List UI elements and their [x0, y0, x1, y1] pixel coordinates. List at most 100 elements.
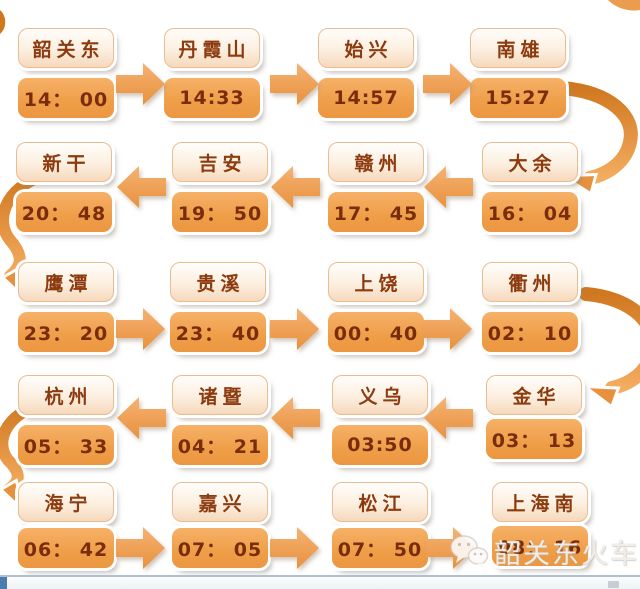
station-name: 义乌	[358, 385, 407, 408]
station-time-box: 06： 42	[18, 528, 114, 568]
station-stop: 新干 20： 48	[16, 142, 112, 234]
station-time-box: 03:50	[332, 425, 428, 465]
station-name: 松江	[358, 492, 407, 515]
station-name: 吉安	[198, 152, 247, 175]
window-resize-glyph-icon	[608, 581, 619, 588]
station-stop: 诸暨 04： 21	[172, 375, 268, 467]
station-time-box: 19： 50	[172, 192, 268, 232]
station-name: 鹰潭	[44, 272, 93, 295]
wechat-icon	[450, 535, 489, 569]
flow-arrow-right-icon	[270, 308, 319, 350]
station-name-box: 金华	[486, 375, 582, 415]
station-stop: 丹霞山 14:33	[164, 28, 260, 120]
station-name: 金华	[512, 385, 561, 408]
station-time: 08： 16	[497, 536, 583, 559]
watermark: 韶关东火车站	[448, 530, 640, 572]
station-time-box: 07： 50	[332, 528, 428, 568]
station-name: 诸暨	[198, 385, 247, 408]
station-name: 赣州	[354, 152, 403, 175]
station-time-box: 04： 21	[172, 425, 268, 465]
station-time: 14:33	[179, 87, 245, 109]
station-name-box: 诸暨	[172, 375, 268, 415]
station-time: 14： 00	[23, 88, 109, 111]
station-time-box: 23： 20	[18, 312, 114, 352]
station-stop: 金华 03： 13	[486, 375, 582, 467]
station-stop: 吉安 19： 50	[172, 142, 268, 234]
station-time: 15:27	[485, 87, 551, 109]
station-time-box: 20： 48	[16, 192, 112, 232]
station-name-box: 松江	[332, 482, 428, 522]
station-time: 20： 48	[21, 202, 107, 225]
flow-arrow-left-icon	[117, 166, 166, 208]
station-name: 贵溪	[196, 272, 245, 295]
station-time-box: 14:33	[164, 78, 260, 118]
station-name-box: 吉安	[172, 142, 268, 182]
station-name-box: 上饶	[328, 262, 424, 302]
station-stop: 杭州 05： 33	[18, 375, 114, 467]
watermark-text: 韶关东火车站	[494, 538, 640, 570]
station-name: 大余	[508, 152, 557, 175]
station-name: 上饶	[354, 272, 403, 295]
station-stop: 赣州 17： 45	[328, 142, 424, 234]
flow-arrow-left-icon	[117, 397, 166, 439]
station-time: 23： 20	[23, 322, 109, 345]
route-row-4: 杭州 05： 33 诸暨 04： 21 义乌 03:50 金华 03： 13	[0, 375, 640, 475]
station-stop: 南雄 15:27	[470, 28, 566, 120]
flow-arrow-right-icon	[270, 527, 319, 569]
station-time-box: 17： 45	[328, 192, 424, 232]
station-name-box: 鹰潭	[18, 262, 114, 302]
station-time: 02： 10	[487, 322, 573, 345]
route-row-2: 新干 20： 48 吉安 19： 50 赣州 17： 45 大余 16： 04	[0, 142, 640, 242]
station-name-box: 新干	[16, 142, 112, 182]
station-name: 始兴	[344, 38, 393, 61]
station-time-box: 14:57	[318, 78, 414, 118]
station-name-box: 南雄	[470, 28, 566, 68]
station-time-box: 02： 10	[482, 312, 578, 352]
flow-arrow-right-icon	[116, 63, 165, 105]
window-bottom-edge	[0, 575, 640, 589]
station-name-box: 韶关东	[18, 28, 114, 68]
station-stop: 上海南 08： 16	[492, 482, 588, 574]
flow-arrow-right-icon	[116, 308, 165, 350]
station-stop: 大余 16： 04	[482, 142, 578, 234]
flow-arrow-left-icon	[424, 397, 473, 439]
station-name: 上海南	[506, 492, 579, 515]
station-time: 03:50	[347, 434, 413, 456]
station-time-box: 14： 00	[18, 78, 114, 118]
station-name: 嘉兴	[198, 492, 247, 515]
route-row-1: 韶关东 14： 00 丹霞山 14:33 始兴 14:57 南雄 15:27	[0, 28, 640, 128]
station-time: 06： 42	[23, 538, 109, 561]
station-time-box: 16： 04	[482, 192, 578, 232]
flow-arrow-left-icon	[424, 166, 473, 208]
station-time: 00： 40	[333, 322, 419, 345]
station-time: 19： 50	[177, 202, 263, 225]
station-time-box: 05： 33	[18, 425, 114, 465]
station-time-box: 08： 16	[492, 526, 588, 566]
station-name: 新干	[42, 152, 91, 175]
station-time: 16： 04	[487, 202, 573, 225]
station-stop: 贵溪 23： 40	[170, 262, 266, 354]
station-name: 南雄	[496, 38, 545, 61]
station-stop: 鹰潭 23： 20	[18, 262, 114, 354]
station-time: 23： 40	[175, 322, 261, 345]
station-name: 衢州	[508, 272, 557, 295]
station-time: 14:57	[333, 87, 399, 109]
station-name-box: 嘉兴	[172, 482, 268, 522]
station-time: 03： 13	[491, 429, 577, 452]
station-stop: 韶关东 14： 00	[18, 28, 114, 120]
station-name-box: 始兴	[318, 28, 414, 68]
station-time-box: 07： 05	[172, 528, 268, 568]
station-time: 04： 21	[177, 435, 263, 458]
curved-connector-right-icon	[580, 286, 640, 406]
route-row-5: 海宁 06： 42 嘉兴 07： 05 松江 07： 50 上海南 08： 16	[0, 482, 640, 582]
station-name: 韶关东	[32, 38, 105, 61]
station-stop: 海宁 06： 42	[18, 482, 114, 574]
station-time: 05： 33	[23, 435, 109, 458]
station-name-box: 杭州	[18, 375, 114, 415]
station-time-box: 23： 40	[170, 312, 266, 352]
flow-arrow-right-icon	[423, 308, 472, 350]
station-time-box: 03： 13	[486, 419, 582, 459]
route-row-3: 鹰潭 23： 20 贵溪 23： 40 上饶 00： 40 衢州 02： 10	[0, 262, 640, 362]
station-name-box: 赣州	[328, 142, 424, 182]
